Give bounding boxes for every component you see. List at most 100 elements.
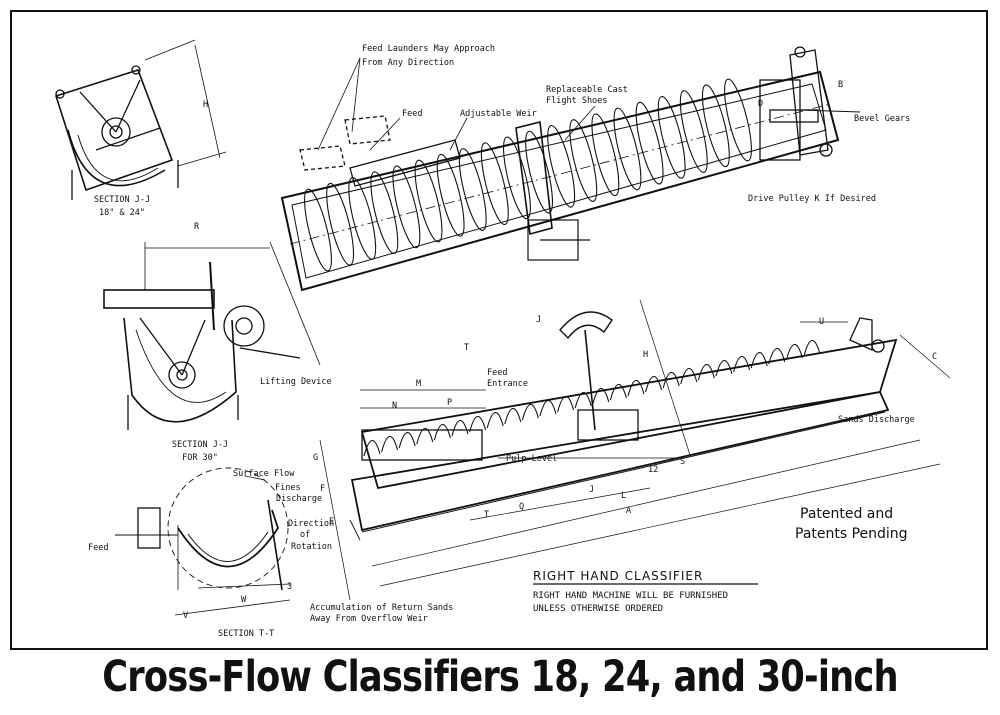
side-spiral-flight [750,351,768,369]
spiral-flight [547,124,576,208]
classifier-note-1: RIGHT HAND MACHINE WILL BE FURNISHED [533,591,729,601]
side-spiral-flight [381,435,399,453]
side-spiral-flight [363,439,381,457]
dim-m: M [416,379,422,389]
side-spiral-flight [768,347,786,365]
dim-h-top: H [203,100,209,110]
spiral-flight [613,107,642,191]
dim-d: D [758,99,764,109]
replaceable-label: Replaceable Cast [546,85,628,95]
spiral-flight [525,130,554,214]
patent-line-1: Patented and [800,506,894,522]
side-spiral-flight [504,407,522,425]
side-spiral-flight [785,343,803,361]
spiral-flight [458,148,487,231]
accumulation-label: Accumulation of Return Sands [310,603,454,613]
side-spiral-flight [433,423,451,441]
feed-entrance-label: Feed [487,368,508,378]
section-jj-drawing [54,39,227,200]
of-label: of [300,530,311,540]
spiral-flight [480,142,509,226]
feed-entrance-label-2: Entrance [487,379,528,389]
plan-view [280,46,861,292]
pulp-level-label: Pulp Level [506,454,558,464]
side-spiral-flight [574,391,592,409]
dim-u: U [819,317,825,327]
spiral-flight [304,188,332,272]
dim-t-up: T [464,343,470,353]
accumulation-label-2: Away From Overflow Weir [310,614,428,624]
side-spiral-flight [609,383,627,401]
dim-3: 3 [287,582,293,592]
dim-p: P [447,398,453,408]
side-spiral-flight [486,411,504,429]
spiral-flight [679,90,708,173]
dim-f: F [320,484,326,494]
dim-j-down: J [589,485,595,495]
rotation-label: Rotation [291,542,332,552]
section-jj-label: SECTION J-J [93,195,151,205]
dim-g: G [313,453,319,463]
feed-label-left: Feed [88,543,109,553]
dim-b: B [838,80,844,90]
spiral-flight [724,78,752,162]
side-spiral-flight [662,371,680,389]
section-tt-label: SECTION T-T [218,629,275,639]
discharge-label: Discharge [276,494,323,504]
adjustable-weir-label: Adjustable Weir [460,109,537,119]
spiral-flight [657,96,686,179]
side-spiral-flight [803,339,821,357]
spiral-flight [326,182,355,266]
side-spiral-flight [645,375,663,393]
spiral-flight [569,119,598,202]
direction-label: Direction [288,519,335,529]
side-elevation [319,299,951,601]
dim-s: S [680,457,686,467]
side-spiral-flight [697,363,715,381]
dim-q: Q [519,502,525,512]
side-spiral-flight [539,399,557,417]
dim-a: A [626,506,632,516]
sands-discharge-label: Sands Discharge [838,415,915,425]
drive-pulley-label: Drive Pulley K If Desired [748,194,876,204]
side-spiral-flight [627,379,645,397]
dim-l: L [621,491,627,501]
side-spiral-flight [451,419,469,437]
patent-line-2: Patents Pending [795,526,908,542]
dim-h-main: H [643,350,649,360]
feed-label-top: Feed [402,109,423,119]
side-spiral-flight [469,415,487,433]
dim-j-up: J [536,315,542,325]
section-jj-30-drawing [103,241,321,430]
spiral-flight [701,84,730,168]
fines-label: Fines [275,483,301,493]
dim-t-down: T [484,510,490,520]
dim-n: N [392,401,398,411]
side-spiral-flight [592,387,610,405]
flight-shoes-label: Flight Shoes [546,96,608,106]
page-title: Cross-Flow Classifiers 18, 24, and 30-in… [102,652,898,702]
side-spiral-flight [416,427,434,445]
spiral-flight [436,153,465,237]
spiral-flight [635,101,664,185]
side-spiral-flight [715,359,733,377]
spiral-flight [591,113,620,197]
dim-e: E [329,517,335,527]
dim-12: 12 [648,465,659,475]
side-spiral-flight [733,355,751,373]
dim-v: V [183,611,189,621]
dim-r: R [194,222,200,232]
section-jj-30-sub: FOR 30" [182,453,218,463]
bevel-gears-label: Bevel Gears [854,114,911,124]
classifier-note-2: UNLESS OTHERWISE ORDERED [533,604,664,614]
spiral-flight [502,136,531,220]
section-jj-30-label: SECTION J-J [171,440,229,450]
side-spiral-flight [680,367,698,385]
feed-launders-label: Feed Launders May Approach [362,44,496,54]
feed-launders-label-2: From Any Direction [362,58,455,68]
classifier-heading: RIGHT HAND CLASSIFIER [533,569,704,583]
lifting-device-label: Lifting Device [260,377,332,387]
drawing-sheet [10,10,988,650]
dim-c: C [932,352,938,362]
